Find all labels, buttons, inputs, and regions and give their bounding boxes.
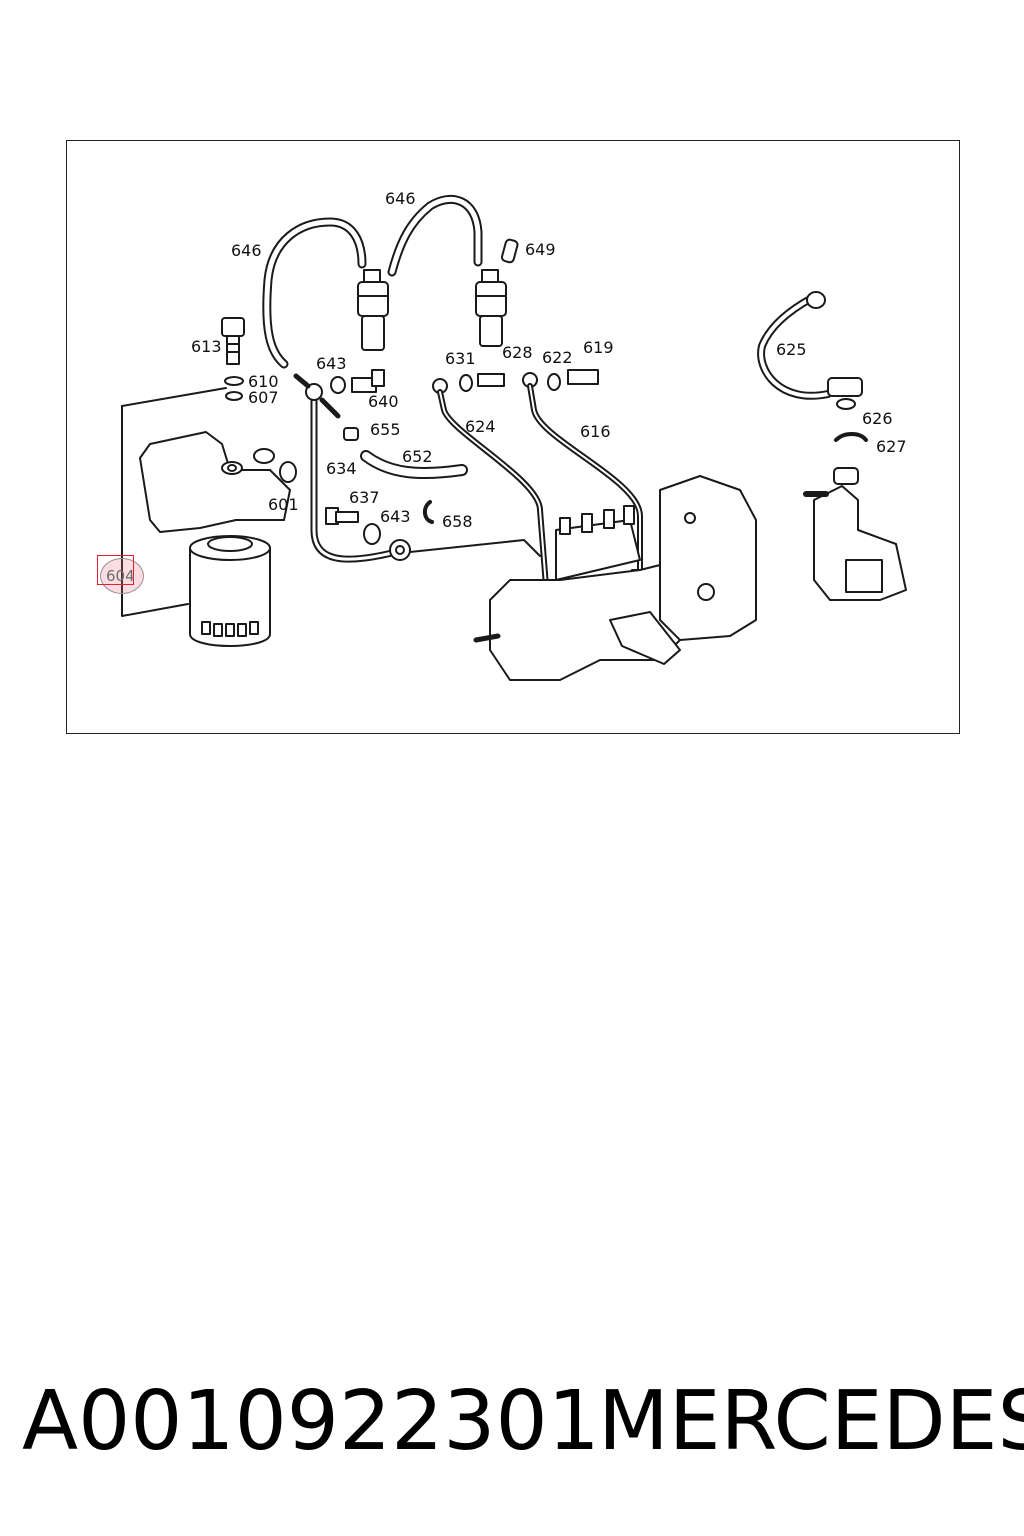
seal-607 [225, 391, 243, 401]
callout-619: 619 [583, 338, 614, 357]
callout-643-upper: 643 [316, 354, 347, 373]
screw-640 [351, 369, 385, 393]
screw-628 [477, 373, 505, 387]
callout-628: 628 [502, 343, 533, 362]
part-number: A0010922301 [22, 1374, 600, 1469]
caption: A0010922301 MERCEDES [22, 1372, 1024, 1472]
callout-652: 652 [402, 447, 433, 466]
callout-634: 634 [326, 459, 357, 478]
seal-626 [836, 398, 856, 410]
callout-613: 613 [191, 337, 222, 356]
clamp-655 [343, 427, 359, 441]
seal-631 [459, 374, 473, 392]
callout-646-top: 646 [385, 189, 416, 208]
injector-right [475, 269, 507, 347]
injector-left [357, 269, 389, 351]
seal-643a [330, 376, 346, 394]
callout-604: 604 [106, 567, 135, 585]
filter-604 [189, 535, 271, 647]
bolt-613 [221, 317, 245, 365]
clip-627 [834, 432, 868, 442]
callout-643-lower: 643 [380, 507, 411, 526]
callout-631: 631 [445, 349, 476, 368]
screw-619 [567, 369, 599, 385]
callout-637: 637 [349, 488, 380, 507]
fitting-625 [827, 377, 863, 410]
callout-640: 640 [368, 392, 399, 411]
callout-616: 616 [580, 422, 611, 441]
callout-626: 626 [862, 409, 893, 428]
diagram-frame [66, 140, 960, 734]
brand-name: MERCEDES [598, 1374, 1024, 1469]
callout-649: 649 [525, 240, 556, 259]
callout-625: 625 [776, 340, 807, 359]
tee-fitting [293, 373, 341, 419]
parts-diagram [121, 194, 907, 681]
vacuum-unit [803, 467, 907, 601]
callout-610: 610 [248, 372, 279, 391]
callout-624: 624 [465, 417, 496, 436]
callout-627: 627 [876, 437, 907, 456]
callout-646-left: 646 [231, 241, 262, 260]
clip-658 [423, 500, 434, 524]
highlight-box-604[interactable] [97, 555, 134, 585]
seal-643b [363, 523, 381, 545]
callout-607: 607 [248, 388, 279, 407]
screw-637 [325, 507, 359, 525]
filter-bracket-601 [121, 387, 297, 617]
callout-658: 658 [442, 512, 473, 531]
seal-622 [547, 373, 561, 391]
callout-622: 622 [542, 348, 573, 367]
injection-pump [473, 475, 757, 681]
seal-610 [224, 376, 244, 386]
callout-655: 655 [370, 420, 401, 439]
part-649 [500, 238, 519, 264]
highlight-circle-604 [100, 558, 144, 594]
callout-601: 601 [268, 495, 299, 514]
